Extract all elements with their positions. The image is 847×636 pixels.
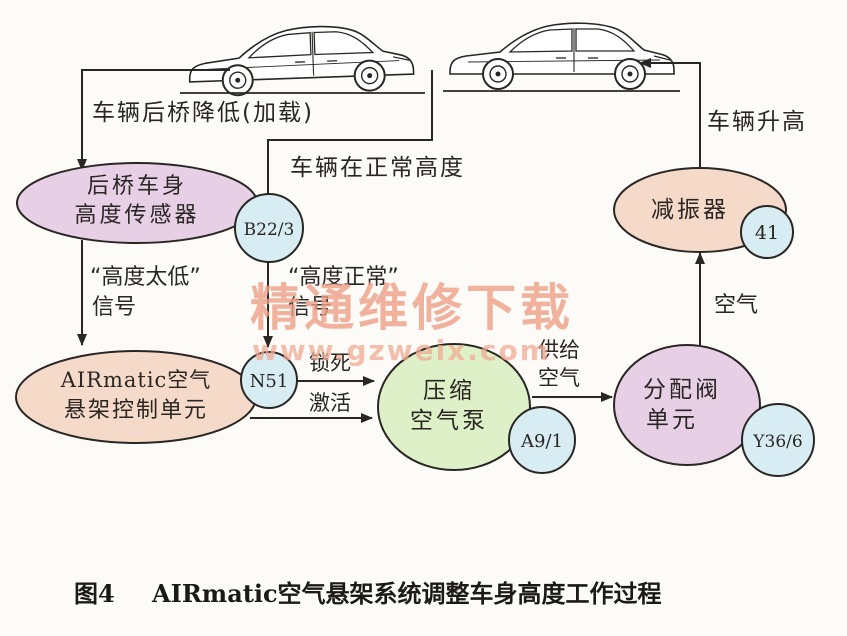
label-too-low-signal-2: 信号 xyxy=(92,295,136,320)
node-height-sensor: 后桥车身 高度传感器 B22/3 xyxy=(16,162,304,263)
label-raised: 车辆升高 xyxy=(707,109,807,135)
label-activate: 激活 xyxy=(309,391,351,415)
watermark-url: www.gzweix.com xyxy=(252,334,551,367)
node-height-sensor-line2: 高度传感器 xyxy=(74,203,199,228)
line-car-normal xyxy=(267,70,433,194)
node-control-unit-line2: 悬架控制单元 xyxy=(64,398,208,423)
node-control-unit-line1: AIRmatic空气 xyxy=(60,368,212,392)
label-rear-lowered: 车辆后桥降低(加载) xyxy=(92,100,314,126)
node-air-pump-line1: 压缩 xyxy=(423,378,475,404)
badge-b22-3 xyxy=(234,193,304,263)
watermark-text: 精通维修下载 xyxy=(250,279,574,337)
car-lowered-icon xyxy=(186,22,416,98)
badge-n51 xyxy=(240,351,298,409)
node-shock-absorber-label: 减振器 xyxy=(651,197,729,223)
badge-n51-text: N51 xyxy=(250,371,289,392)
label-supply: 供给 xyxy=(538,338,580,362)
badge-b22-3-text: B22/3 xyxy=(244,220,295,240)
arrow-damper-to-car xyxy=(639,58,701,168)
figure-caption: AIRmatic空气悬架系统调整车身高度工作过程 xyxy=(151,579,662,608)
node-air-pump: 压缩 空气泵 A9/1 xyxy=(377,343,576,474)
badge-y36-6-text: Y36/6 xyxy=(752,432,802,452)
figure-number: 图4 xyxy=(74,579,115,608)
badge-41-text: 41 xyxy=(755,222,779,244)
badge-41 xyxy=(740,205,794,259)
node-valve-unit: 分配阀 单元 Y36/6 xyxy=(613,344,815,477)
car-normal-icon xyxy=(449,22,675,90)
node-height-sensor-line1: 后桥车身 xyxy=(87,174,187,199)
node-shock-absorber: 减振器 41 xyxy=(613,167,794,259)
label-lock: 锁死 xyxy=(309,351,351,375)
label-normal-height: 车辆在正常高度 xyxy=(290,155,465,181)
label-supply-2: 空气 xyxy=(538,366,580,390)
label-too-low-signal: “高度太低” xyxy=(90,265,201,290)
node-valve-unit-line1: 分配阀 xyxy=(643,377,721,403)
node-control-unit: AIRmatic空气 悬架控制单元 N51 xyxy=(15,350,298,444)
arrow-car-to-sensor xyxy=(77,69,230,171)
badge-a9-1 xyxy=(508,406,576,474)
node-valve-unit-line2: 单元 xyxy=(646,407,698,433)
badge-a9-1-text: A9/1 xyxy=(520,431,563,452)
badge-y36-6 xyxy=(741,403,815,477)
label-normal-signal: “高度正常” xyxy=(288,265,399,290)
node-air-pump-line2: 空气泵 xyxy=(410,408,488,434)
label-air: 空气 xyxy=(714,293,758,318)
label-normal-signal-2: 信号 xyxy=(288,295,332,320)
